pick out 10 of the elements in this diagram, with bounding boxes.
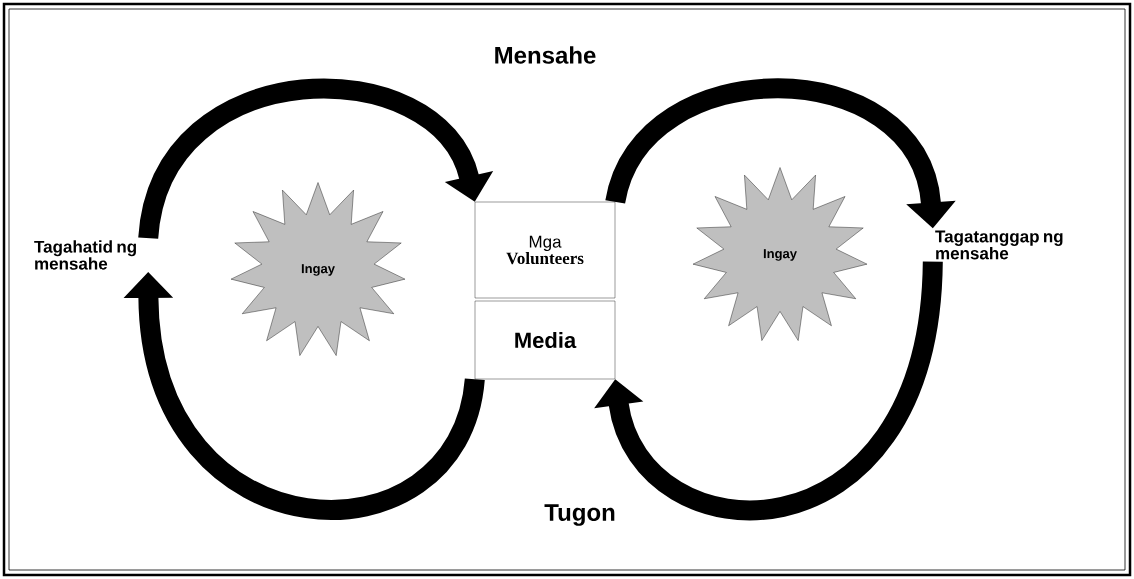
party-label: Tagatanggap ng mensahe bbox=[935, 230, 1063, 260]
flow-label: Mensahe bbox=[495, 46, 596, 64]
noise-starburst: Ingay bbox=[230, 182, 406, 356]
channel-box: Media bbox=[474, 300, 616, 380]
noise-starburst: Ingay bbox=[692, 167, 868, 341]
flow-label: Tugon bbox=[544, 504, 615, 526]
curved-arrow bbox=[138, 79, 494, 240]
channel-box: Mga Volunteers bbox=[474, 201, 616, 299]
party-label: Tagahatid ng mensahe bbox=[34, 240, 136, 270]
curved-arrow bbox=[594, 260, 943, 521]
